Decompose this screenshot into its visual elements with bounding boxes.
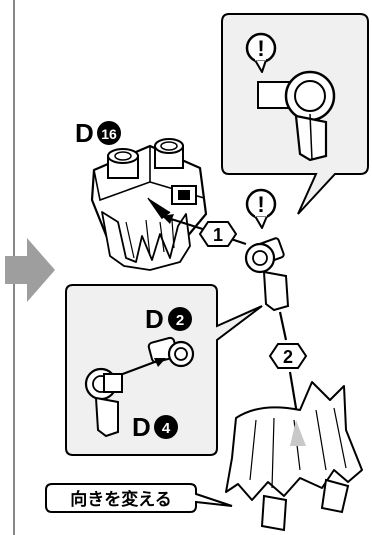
part-number-d2: 2 — [176, 312, 184, 329]
part-letter-d16: D — [75, 118, 94, 148]
proceed-arrow-icon — [5, 238, 55, 302]
step-2-number: 2 — [283, 347, 293, 367]
caution-callout-panel: ! — [222, 14, 368, 214]
step-1-badge: 1 — [200, 222, 236, 246]
part-number-d4: 4 — [162, 420, 171, 437]
caution-bubble: ! — [247, 190, 275, 228]
note-callout: 向きを変える — [46, 484, 232, 512]
step-1-number: 1 — [213, 225, 223, 245]
hip-block-part — [92, 139, 206, 270]
cloth-skirt-part — [226, 382, 362, 530]
part-label-d16: D 16 — [75, 118, 121, 148]
sub-assembly-panel: D 2 D 4 — [66, 285, 262, 455]
joint-part — [246, 237, 288, 310]
caution-mark: ! — [257, 192, 264, 217]
note-label: 向きを変える — [70, 489, 172, 510]
part-letter-d4: D — [132, 412, 151, 442]
step-2-badge: 2 — [270, 344, 306, 368]
part-number-d16: 16 — [101, 126, 117, 142]
part-letter-d2: D — [145, 304, 164, 334]
callout-caution-mark: ! — [257, 36, 264, 61]
